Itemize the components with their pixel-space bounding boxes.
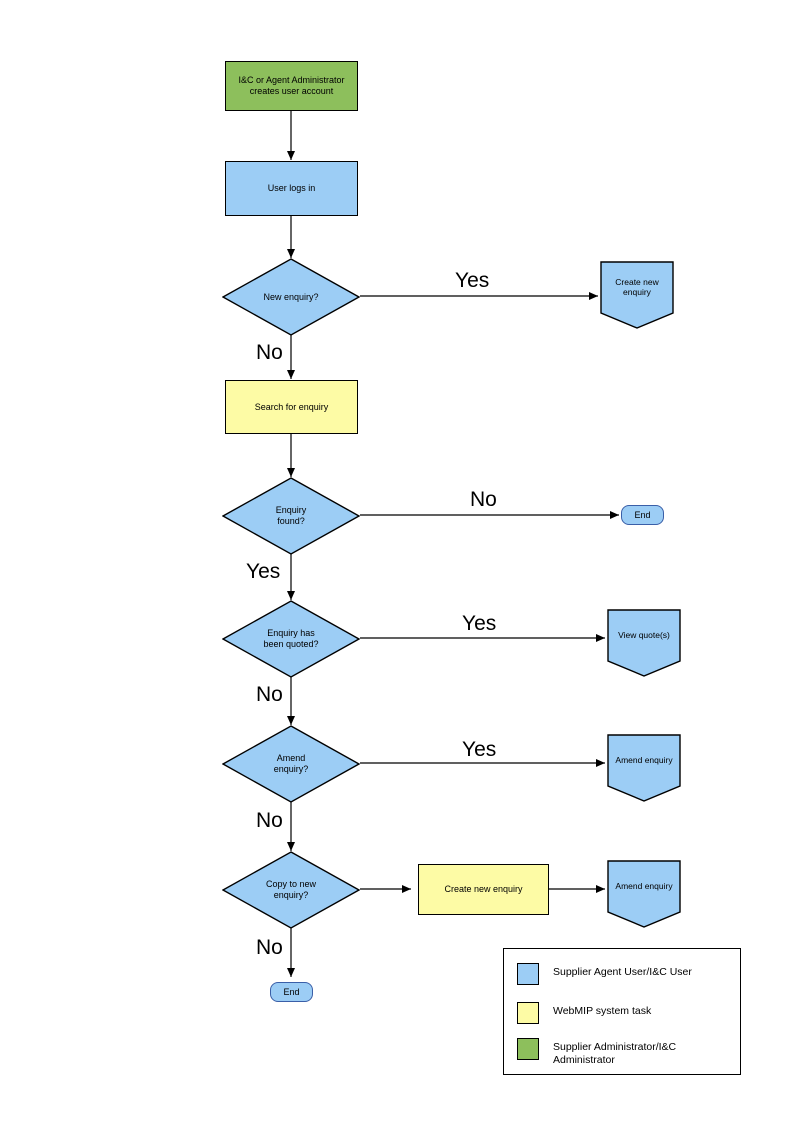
card-shape xyxy=(607,734,681,802)
node-view-quotes-card[interactable]: View quote(s) xyxy=(607,609,681,677)
node-amend-enquiry-card-2[interactable]: Amend enquiry xyxy=(607,860,681,928)
node-copy-to-new-enquiry-decision[interactable]: Copy to new enquiry? xyxy=(222,851,360,929)
node-label: End xyxy=(283,986,300,997)
legend-item-user: Supplier Agent User/I&C User xyxy=(517,963,692,985)
node-label: View quote(s) xyxy=(618,629,670,640)
legend-item-system: WebMIP system task xyxy=(517,1002,651,1024)
node-end-terminator-2[interactable]: End xyxy=(270,982,313,1002)
branch-label-enquiry-quoted-yes: Yes xyxy=(462,612,497,635)
branch-label-new-enquiry-no: No xyxy=(256,341,283,364)
node-enquiry-found-decision[interactable]: Enquiry found? xyxy=(222,477,360,555)
node-amend-enquiry-card-1[interactable]: Amend enquiry xyxy=(607,734,681,802)
card-shape xyxy=(600,261,674,329)
legend-swatch-admin xyxy=(517,1038,539,1060)
node-enquiry-quoted-decision[interactable]: Enquiry has been quoted? xyxy=(222,600,360,678)
node-label: Amend enquiry? xyxy=(273,753,309,774)
node-label: Copy to new enquiry? xyxy=(265,879,317,900)
card-shape xyxy=(607,860,681,928)
legend-label-system: WebMIP system task xyxy=(553,1005,652,1017)
node-label: User logs in xyxy=(267,183,316,194)
node-label: New enquiry? xyxy=(263,291,319,302)
card-shape xyxy=(607,609,681,677)
node-label: I&C or Agent Administrator creates user … xyxy=(238,75,345,96)
branch-label-enquiry-found-yes: Yes xyxy=(246,560,281,583)
branch-label-amend-enquiry-yes: Yes xyxy=(462,738,497,761)
node-label: End xyxy=(634,509,651,520)
legend-box: Supplier Agent User/I&C User WebMIP syst… xyxy=(503,948,741,1075)
legend-label-admin: Supplier Administrator/I&C Administrator xyxy=(553,1041,677,1066)
legend-item-admin: Supplier Administrator/I&C Administrator xyxy=(517,1038,676,1067)
node-create-new-enquiry-system[interactable]: Create new enquiry xyxy=(418,864,549,915)
legend-swatch-system xyxy=(517,1002,539,1024)
node-new-enquiry-decision[interactable]: New enquiry? xyxy=(222,258,360,336)
node-create-new-enquiry-card[interactable]: Create new enquiry xyxy=(600,261,674,329)
legend-label-user: Supplier Agent User/I&C User xyxy=(553,966,692,978)
node-label: Enquiry has been quoted? xyxy=(263,628,319,649)
node-label: Create new enquiry xyxy=(444,884,523,895)
branch-label-enquiry-quoted-no: No xyxy=(256,683,283,706)
node-label: Enquiry found? xyxy=(275,505,307,526)
node-admin-creates-account[interactable]: I&C or Agent Administrator creates user … xyxy=(225,61,358,111)
node-label: Create new enquiry xyxy=(615,276,659,297)
node-amend-enquiry-decision[interactable]: Amend enquiry? xyxy=(222,725,360,803)
legend-swatch-user xyxy=(517,963,539,985)
branch-label-new-enquiry-yes: Yes xyxy=(455,269,490,292)
node-end-terminator-1[interactable]: End xyxy=(621,505,664,525)
branch-label-enquiry-found-no: No xyxy=(470,488,497,511)
node-label: Amend enquiry xyxy=(615,880,673,891)
node-search-for-enquiry[interactable]: Search for enquiry xyxy=(225,380,358,434)
branch-label-copy-to-new-no: No xyxy=(256,936,283,959)
node-user-logs-in[interactable]: User logs in xyxy=(225,161,358,216)
branch-label-amend-enquiry-no: No xyxy=(256,809,283,832)
node-label: Amend enquiry xyxy=(615,754,673,765)
node-label: Search for enquiry xyxy=(254,401,329,412)
